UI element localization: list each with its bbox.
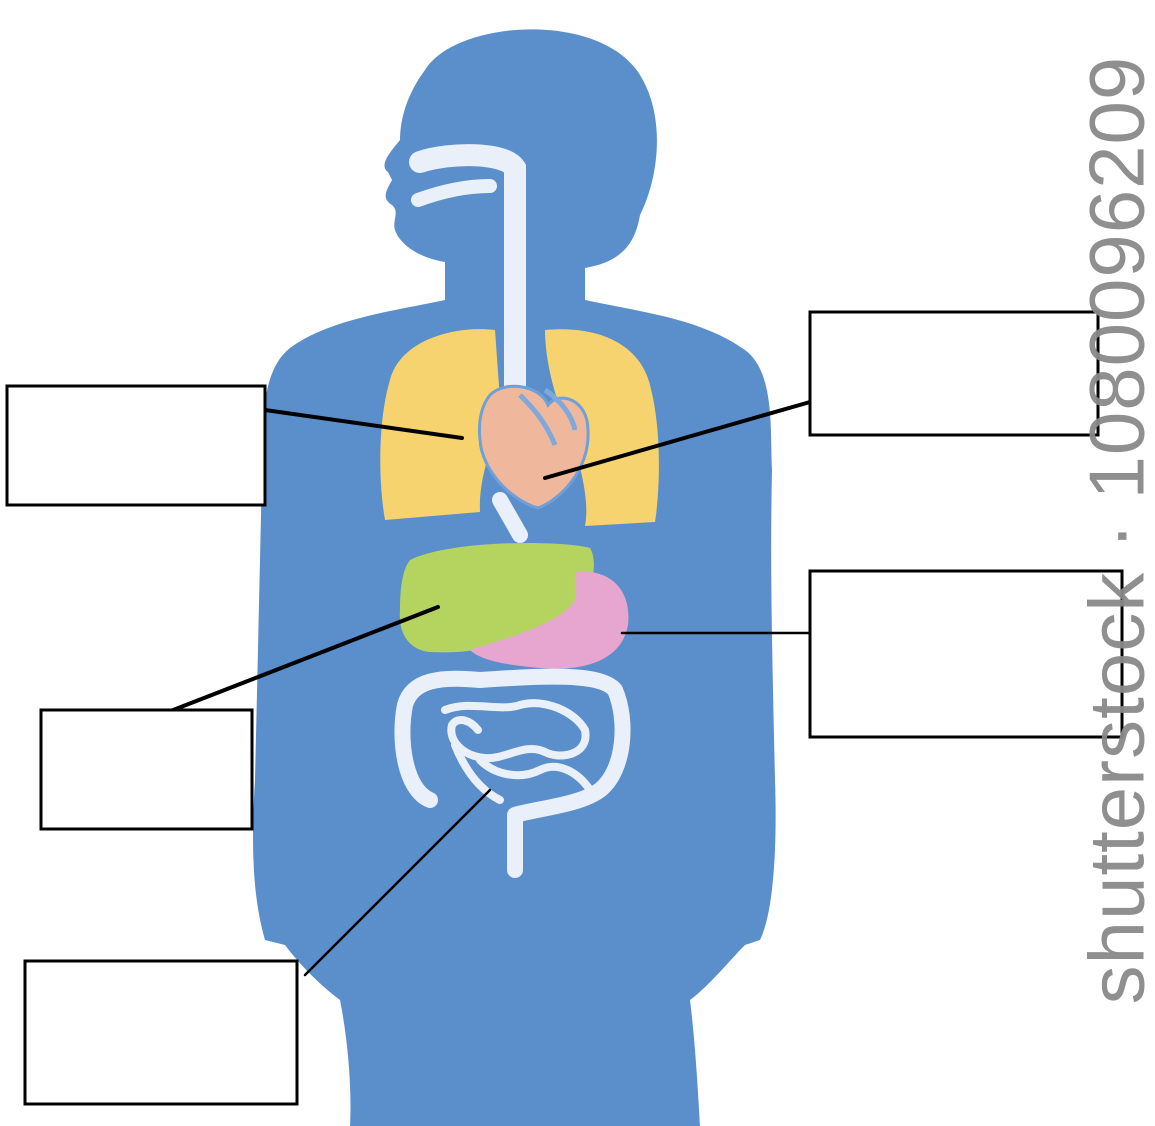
label-box-liver[interactable] (41, 710, 252, 829)
shutterstock-watermark: shutterstock · 1080096209 (1072, 56, 1155, 1005)
label-box-intestine[interactable] (25, 961, 297, 1104)
label-box-lungs[interactable] (7, 386, 265, 505)
label-box-heart[interactable] (810, 312, 1098, 435)
